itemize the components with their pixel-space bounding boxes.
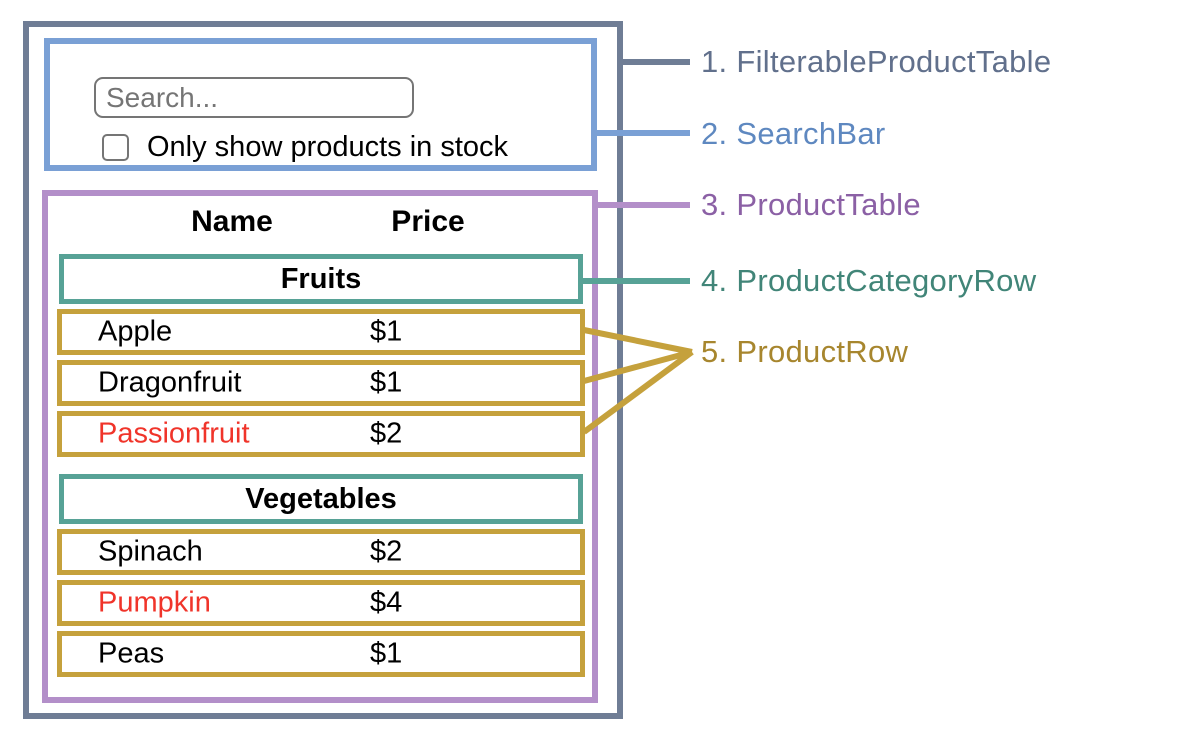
- product-price: $1: [370, 637, 403, 670]
- category-name: Vegetables: [245, 482, 397, 515]
- product-name: Pumpkin: [98, 586, 211, 619]
- table-header-row: Name Price: [48, 198, 592, 246]
- product-row: Dragonfruit $1: [57, 360, 585, 406]
- product-row: Pumpkin $4: [57, 580, 585, 626]
- product-row: Passionfruit $2: [57, 411, 585, 457]
- product-name: Dragonfruit: [98, 366, 242, 399]
- product-name: Spinach: [98, 535, 203, 568]
- product-category-row: Vegetables: [59, 474, 583, 524]
- in-stock-checkbox-label: Only show products in stock: [147, 130, 509, 163]
- product-price: $1: [370, 366, 403, 399]
- legend-filterable-product-table: 1. FilterableProductTable: [701, 44, 1052, 79]
- name-column-header: Name: [191, 205, 273, 238]
- product-price: $2: [370, 535, 403, 568]
- product-row: Spinach $2: [57, 529, 585, 575]
- legend-product-category-row: 4. ProductCategoryRow: [701, 263, 1037, 298]
- legend-product-table: 3. ProductTable: [701, 187, 921, 222]
- product-name: Apple: [98, 315, 173, 348]
- search-bar-box: Only show products in stock: [44, 38, 597, 171]
- in-stock-checkbox[interactable]: [102, 133, 129, 161]
- search-input[interactable]: [94, 77, 414, 118]
- price-column-header: Price: [391, 205, 465, 238]
- in-stock-filter-row: Only show products in stock: [102, 130, 508, 164]
- product-name: Passionfruit: [98, 417, 250, 450]
- product-price: $4: [370, 586, 403, 619]
- product-row: Apple $1: [57, 309, 585, 355]
- product-price: $1: [370, 315, 403, 348]
- product-name: Peas: [98, 637, 165, 670]
- legend-search-bar: 2. SearchBar: [701, 116, 886, 151]
- product-category-row: Fruits: [59, 254, 583, 304]
- category-name: Fruits: [280, 262, 362, 295]
- product-row: Peas $1: [57, 631, 585, 677]
- product-price: $2: [370, 417, 403, 450]
- legend-product-row: 5. ProductRow: [701, 334, 909, 369]
